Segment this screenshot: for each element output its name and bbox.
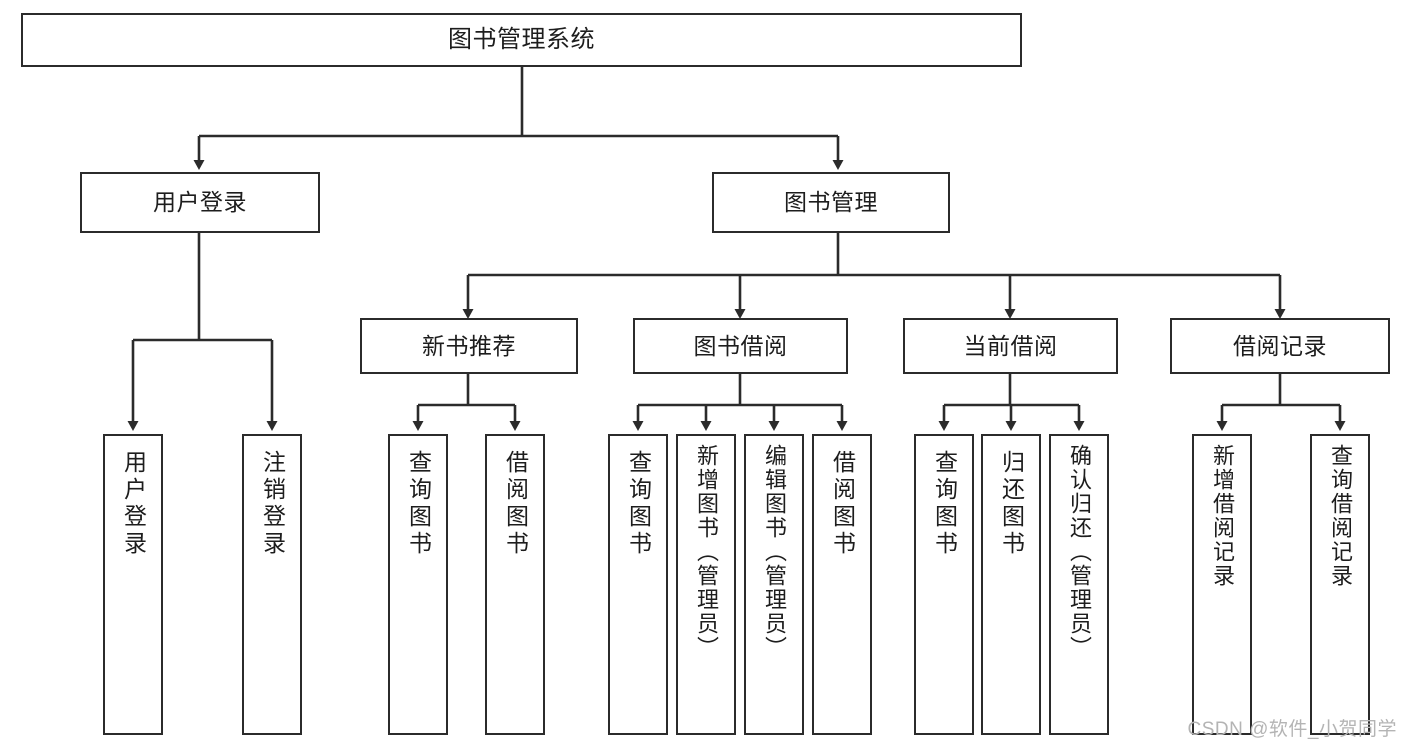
node-label: 新增借阅记录: [1210, 444, 1235, 588]
leaf-nb-query-book[interactable]: 查询图书: [388, 434, 448, 735]
node-label: 当前借阅: [963, 332, 1058, 359]
node-label: 图书管理系统: [448, 26, 595, 54]
node-label: 借阅图书: [829, 450, 856, 558]
node-current-borrow[interactable]: 当前借阅: [903, 318, 1118, 374]
leaf-bb-edit-book-admin[interactable]: 编辑图书（管理员）: [744, 434, 804, 735]
node-label: 查询借阅记录: [1328, 444, 1353, 588]
node-label: 编辑图书（管理员）: [762, 444, 787, 660]
leaf-br-add-record[interactable]: 新增借阅记录: [1192, 434, 1252, 735]
node-label: 用户登录: [153, 189, 247, 216]
node-book-borrow[interactable]: 图书借阅: [633, 318, 848, 374]
node-user-login[interactable]: 用户登录: [80, 172, 320, 233]
node-new-book-recommend[interactable]: 新书推荐: [360, 318, 578, 374]
node-label: 确认归还（管理员）: [1067, 444, 1092, 660]
node-borrow-record[interactable]: 借阅记录: [1170, 318, 1390, 374]
leaf-cb-return-book[interactable]: 归还图书: [981, 434, 1041, 735]
node-label: 查询图书: [625, 450, 652, 558]
csdn-watermark: CSDN @软件_小贺同学: [1187, 719, 1397, 740]
node-label: 归还图书: [998, 450, 1025, 558]
node-label: 图书管理: [784, 189, 878, 216]
leaf-logout[interactable]: 注销登录: [242, 434, 302, 735]
node-label: 借阅图书: [502, 450, 529, 558]
leaf-nb-borrow-book[interactable]: 借阅图书: [485, 434, 545, 735]
leaf-cb-query-book[interactable]: 查询图书: [914, 434, 974, 735]
node-label: 查询图书: [405, 450, 432, 558]
leaf-br-query-record[interactable]: 查询借阅记录: [1310, 434, 1370, 735]
node-label: 用户登录: [120, 450, 147, 558]
node-root-system[interactable]: 图书管理系统: [21, 13, 1022, 67]
node-label: 注销登录: [259, 450, 286, 558]
leaf-bb-add-book-admin[interactable]: 新增图书（管理员）: [676, 434, 736, 735]
node-book-management[interactable]: 图书管理: [712, 172, 950, 233]
leaf-cb-confirm-return-admin[interactable]: 确认归还（管理员）: [1049, 434, 1109, 735]
node-label: 新书推荐: [422, 332, 516, 359]
node-label: 查询图书: [931, 450, 958, 558]
leaf-bb-borrow-book[interactable]: 借阅图书: [812, 434, 872, 735]
node-label: 借阅记录: [1233, 332, 1327, 359]
leaf-bb-query-book[interactable]: 查询图书: [608, 434, 668, 735]
node-label: 图书借阅: [693, 332, 788, 359]
node-label: 新增图书（管理员）: [694, 444, 719, 660]
leaf-user-login[interactable]: 用户登录: [103, 434, 163, 735]
